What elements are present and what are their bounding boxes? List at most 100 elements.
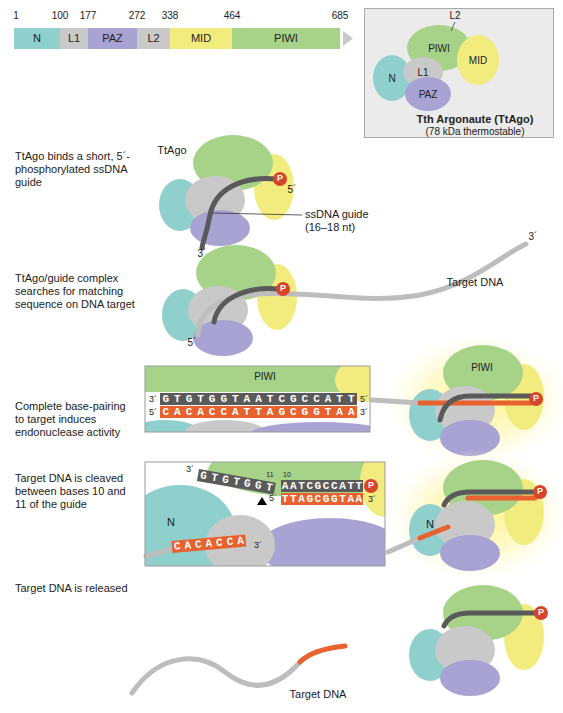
phosphate-circle: P bbox=[529, 392, 543, 406]
blob-fill bbox=[405, 77, 451, 111]
leader-line bbox=[212, 213, 302, 215]
domain-label: N bbox=[167, 516, 175, 529]
step-caption: TtAgo binds a short, 5´-phosphorylated s… bbox=[15, 150, 137, 190]
target-sequence: TTAGCGGTAA bbox=[281, 493, 363, 505]
target-strand bbox=[420, 527, 448, 538]
node-text: PIWI bbox=[428, 43, 450, 54]
node-text: MID bbox=[191, 32, 211, 44]
node-text: N bbox=[33, 32, 41, 44]
target-dna bbox=[388, 538, 420, 552]
node-text: TTAGCGGTAA bbox=[280, 493, 364, 505]
node-text: L1 bbox=[417, 67, 428, 78]
node-text: AATCGCCATT bbox=[280, 480, 364, 492]
panel-domains bbox=[145, 462, 385, 566]
end-label: 3´ bbox=[186, 464, 194, 475]
inset-box: Tth Argonaute (TtAgo)(78 kDa thermostabl… bbox=[364, 8, 554, 138]
panel-border bbox=[145, 366, 370, 432]
node-text: P bbox=[280, 284, 286, 294]
step-caption: Target DNA is released bbox=[15, 582, 137, 595]
target-strand bbox=[468, 496, 535, 501]
guide-sequence: GTGTGGTAATCGCCATT bbox=[160, 393, 357, 405]
residue-number: 272 bbox=[129, 10, 146, 22]
domain-segment: MID bbox=[170, 28, 232, 49]
node-text: P bbox=[368, 481, 374, 491]
phosphate-circle: P bbox=[533, 485, 547, 499]
node-text: P bbox=[533, 394, 539, 404]
end-label: 3´ bbox=[529, 231, 538, 243]
end-label: 3´ bbox=[360, 407, 368, 418]
target-dna bbox=[372, 400, 420, 403]
domain-segment: PAZ bbox=[88, 28, 137, 49]
guide-strand bbox=[440, 396, 531, 420]
base-number: 11 bbox=[266, 471, 273, 479]
step-caption: TtAgo/guide complex searches for matchin… bbox=[15, 272, 137, 312]
end-label: 5´ bbox=[288, 184, 297, 196]
strand-label: Target DNA bbox=[290, 688, 347, 701]
node-text: P bbox=[538, 608, 544, 618]
domain-blob: PAZ bbox=[405, 77, 451, 111]
strand-label: ssDNA guide (16–18 nt) bbox=[305, 208, 380, 234]
node-text: P bbox=[277, 174, 283, 184]
residue-number: 1 bbox=[13, 10, 19, 22]
residue-number: 100 bbox=[52, 10, 69, 22]
terminus-arrow bbox=[343, 31, 353, 46]
blob-fill bbox=[457, 35, 499, 85]
domain-segment: L1 bbox=[60, 28, 88, 49]
protein-step4 bbox=[409, 460, 544, 571]
panel-domains bbox=[145, 366, 370, 432]
domain-segment: L2 bbox=[137, 28, 170, 49]
protein-step2 bbox=[162, 245, 297, 356]
phosphate-circle: P bbox=[534, 606, 548, 620]
strand-label: Target DNA bbox=[447, 276, 504, 289]
domain-label: PIWI bbox=[471, 362, 493, 374]
guide-sequence: AATCGCCATT bbox=[281, 480, 363, 492]
domain-label: L2 bbox=[449, 10, 460, 22]
end-label: 3´ bbox=[149, 394, 157, 405]
node-text: PAZ bbox=[419, 89, 438, 100]
activity-glow bbox=[386, 449, 563, 581]
panel-border bbox=[145, 462, 385, 566]
node-text: L1 bbox=[68, 32, 80, 44]
end-label: 5´ bbox=[188, 337, 197, 349]
target-dna bbox=[198, 244, 526, 335]
domain-segment: N bbox=[14, 28, 60, 49]
node-text: P bbox=[537, 487, 543, 497]
activity-glow bbox=[386, 334, 563, 466]
protein-label: TtAgo bbox=[157, 144, 186, 157]
residue-number: 338 bbox=[162, 10, 179, 22]
domain-label: N bbox=[426, 518, 434, 531]
l1-region bbox=[185, 420, 265, 432]
target-dna bbox=[132, 659, 300, 693]
guide-strand bbox=[214, 289, 279, 322]
domain-segment: PIWI bbox=[232, 28, 340, 49]
residue-number: 464 bbox=[224, 10, 241, 22]
node-text: CACACCATTAGCGGTAA bbox=[158, 406, 360, 418]
base-number: 10 bbox=[283, 471, 291, 479]
domain-blob: MID bbox=[457, 35, 499, 85]
node-text: PAZ bbox=[102, 32, 123, 44]
phosphate-circle: P bbox=[364, 479, 378, 493]
step-caption: Target DNA is cleaved between bases 10 a… bbox=[15, 472, 137, 512]
end-label: 3´ bbox=[368, 494, 376, 505]
target-strand bbox=[300, 646, 345, 662]
step-caption: Complete base-pairing to target induces … bbox=[15, 400, 137, 440]
guide-strand bbox=[444, 492, 535, 505]
residue-number: 685 bbox=[332, 10, 349, 22]
protein-step3 bbox=[409, 345, 544, 456]
residue-number: 177 bbox=[80, 10, 97, 22]
guide-strand bbox=[444, 613, 536, 626]
end-label: 5´ bbox=[149, 407, 157, 418]
inset-subtitle: (78 kDa thermostable) bbox=[426, 126, 525, 137]
target-dna bbox=[146, 549, 172, 556]
paz-region bbox=[258, 518, 385, 566]
end-label: 3´ bbox=[254, 540, 262, 551]
protein-step5 bbox=[409, 585, 544, 696]
node-text: L2 bbox=[147, 32, 159, 44]
paz-region bbox=[250, 422, 370, 432]
target-strand bbox=[420, 401, 531, 406]
node-text: MID bbox=[469, 55, 487, 66]
phosphate-circle: P bbox=[273, 172, 287, 186]
cleavage-site bbox=[257, 497, 267, 505]
end-label: 3´ bbox=[198, 248, 207, 260]
